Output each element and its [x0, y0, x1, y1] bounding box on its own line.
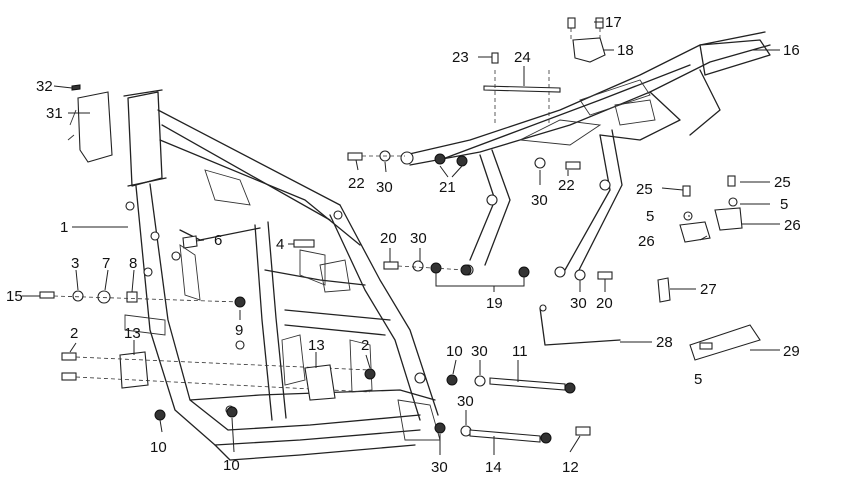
callout-10-right: 10	[446, 343, 463, 360]
callout-5-left: 5	[646, 208, 654, 225]
callout-28: 28	[656, 334, 673, 351]
hardware-13-right	[304, 364, 336, 401]
hardware-22-30-left	[347, 150, 405, 162]
part-25-26-left	[679, 185, 711, 243]
callout-1: 1	[60, 219, 68, 236]
part-27-clip	[657, 277, 671, 303]
callout-29: 29	[783, 343, 800, 360]
hardware-21	[434, 153, 468, 167]
callout-31: 31	[46, 105, 63, 122]
part-25-26-right	[714, 175, 743, 231]
callout-17: 17	[605, 14, 622, 31]
callout-26-right: 26	[784, 217, 801, 234]
callout-13-right: 13	[308, 337, 325, 354]
part-18-bracket	[567, 17, 606, 63]
callout-16: 16	[783, 42, 800, 59]
hardware-6	[182, 235, 198, 249]
callout-3: 3	[71, 255, 79, 272]
callout-7: 7	[102, 255, 110, 272]
callout-21: 21	[439, 179, 456, 196]
callout-5-right: 5	[780, 196, 788, 213]
callout-8: 8	[129, 255, 137, 272]
callout-20-left: 20	[380, 230, 397, 247]
callout-4: 4	[276, 236, 284, 253]
callout-30-e: 30	[531, 192, 548, 209]
callout-10-mid: 10	[223, 457, 240, 474]
callout-5-bottom: 5	[694, 371, 702, 388]
part-28-stay	[539, 304, 621, 346]
part-29-plate	[689, 324, 761, 361]
callout-2-left: 2	[70, 325, 78, 342]
callout-23: 23	[452, 49, 469, 66]
callout-14: 14	[485, 459, 502, 476]
rear-subframe	[400, 31, 771, 278]
callout-26-left: 26	[638, 233, 655, 250]
callout-15: 15	[6, 288, 23, 305]
hardware-20-30-right	[518, 266, 613, 281]
callout-13-left: 13	[124, 325, 141, 342]
callout-30-a: 30	[471, 343, 488, 360]
leader-lines	[22, 21, 780, 455]
hardware-4	[293, 239, 315, 248]
callout-12: 12	[562, 459, 579, 476]
hardware-2-right	[364, 368, 376, 380]
part-23-bolt	[491, 52, 499, 64]
callout-2-right: 2	[361, 337, 369, 354]
hardware-22-30-right	[534, 157, 581, 170]
callout-10-left: 10	[150, 439, 167, 456]
callout-27: 27	[700, 281, 717, 298]
callout-20-right: 20	[596, 295, 613, 312]
callout-22-right: 22	[558, 177, 575, 194]
axle-11	[414, 372, 576, 394]
hardware-10-left	[154, 406, 238, 421]
callout-30-c: 30	[431, 459, 448, 476]
hardware-15-3-7-8	[39, 290, 246, 308]
callout-19: 19	[486, 295, 503, 312]
part-32-screw	[71, 84, 81, 91]
callout-6: 6	[214, 232, 222, 249]
callout-24: 24	[514, 49, 531, 66]
callout-30-g: 30	[570, 295, 587, 312]
callout-22-left: 22	[348, 175, 365, 192]
axle-14	[434, 422, 591, 444]
callout-32: 32	[36, 78, 53, 95]
part-31-cover	[67, 91, 113, 163]
callout-25-right: 25	[774, 174, 791, 191]
callout-labels: 32 31 1 3 7 8 15 9 6 4 2 13 13 2 10 30 1…	[6, 14, 801, 476]
callout-11: 11	[512, 343, 528, 360]
callout-30-b: 30	[457, 393, 474, 410]
callout-25-left: 25	[636, 181, 653, 198]
callout-9: 9	[235, 322, 243, 339]
callout-30-d: 30	[376, 179, 393, 196]
part-24-strap	[483, 70, 561, 125]
hardware-20-30-left	[383, 260, 472, 276]
callout-30-f: 30	[410, 230, 427, 247]
main-frame	[123, 89, 441, 461]
callout-18: 18	[617, 42, 634, 59]
